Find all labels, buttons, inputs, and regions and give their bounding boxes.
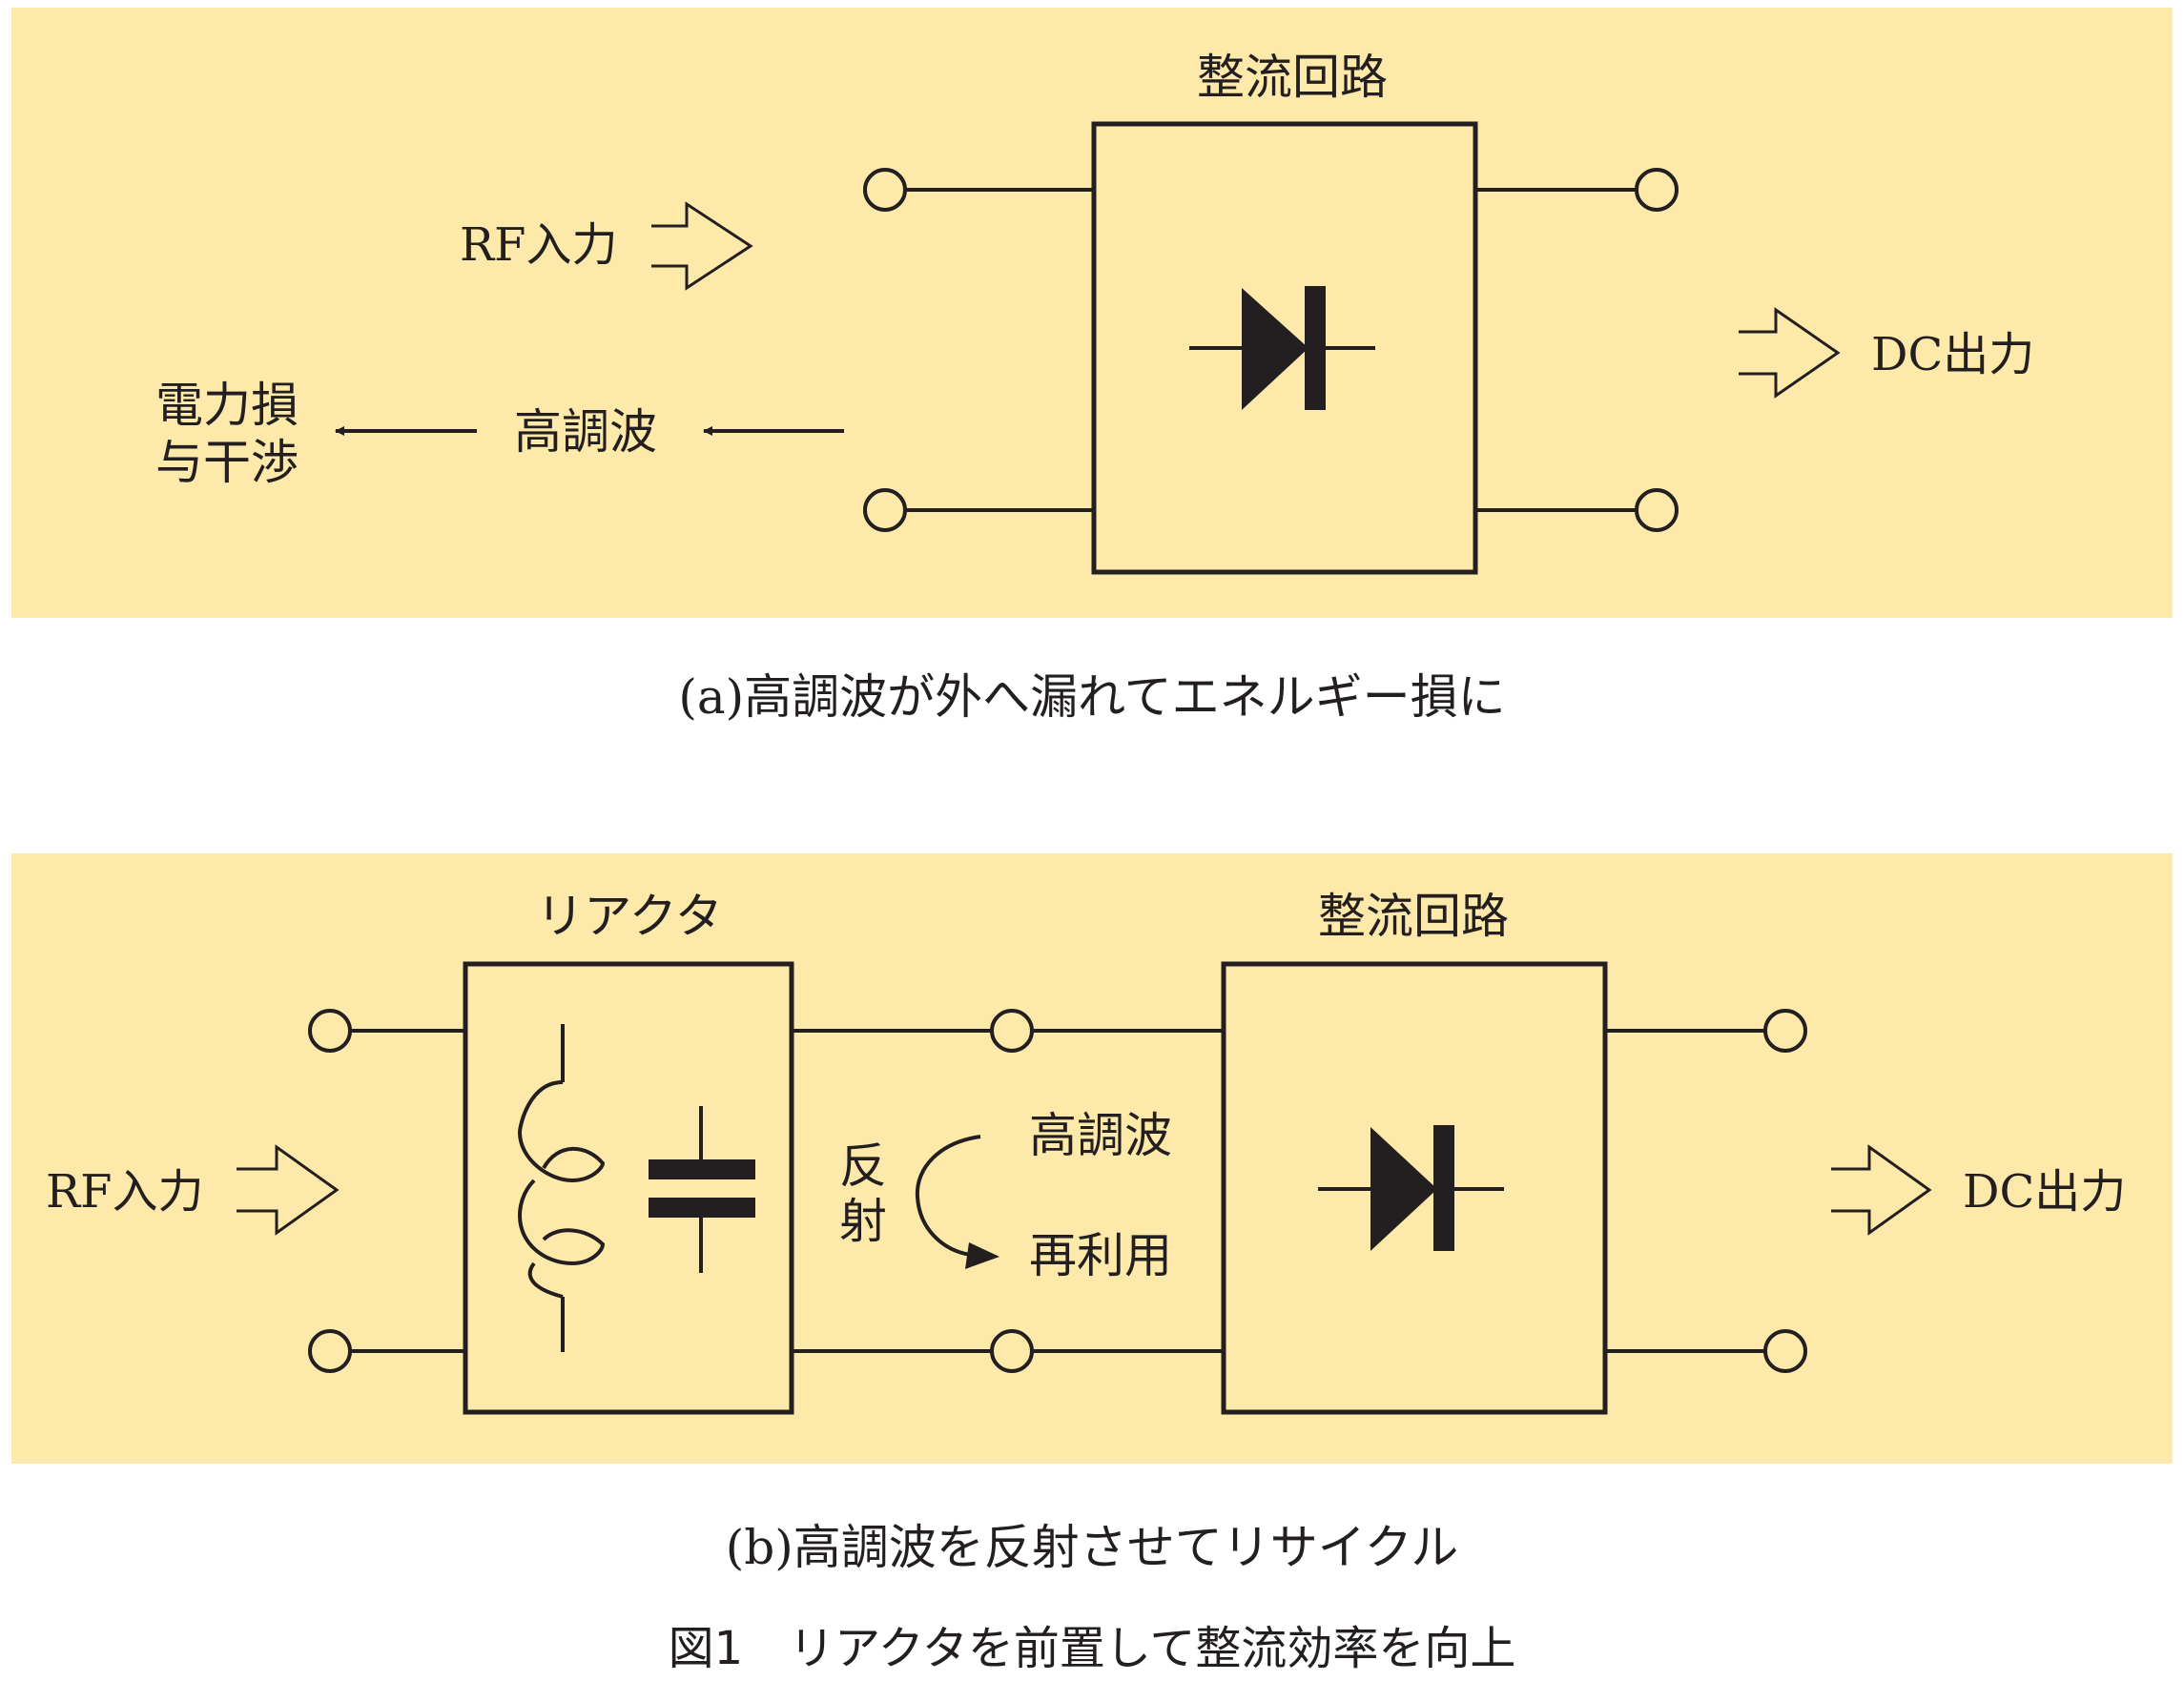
- panel-b: リアクタ 整流回路: [11, 853, 2173, 1464]
- panel-b-reflect-arrow-head: [965, 1242, 999, 1269]
- panel-b-reactor-label: リアクタ: [536, 889, 723, 944]
- panel-b-input-terminal-top: [308, 1009, 352, 1053]
- panel-a-input-terminal-bottom: [863, 488, 907, 532]
- panel-b-dc-output-arrow-icon: [1831, 1144, 1932, 1236]
- panel-b-reactor-box: [463, 961, 794, 1415]
- panel-b-rectifier-box: [1221, 961, 1608, 1415]
- panel-a-dc-output-arrow-icon: [1739, 307, 1841, 399]
- panel-b-middle-terminal-top: [990, 1009, 1034, 1053]
- panel-a-harmonic-label: 高調波: [514, 404, 657, 460]
- panel-b-reuse-label: 再利用: [1029, 1228, 1172, 1283]
- panel-b-rf-input-arrow-icon: [237, 1144, 340, 1236]
- panel-b-dc-output-label: DC出力: [1963, 1165, 2126, 1219]
- panel-b-caption: (b)高調波を反射させてリサイクル: [726, 1520, 1459, 1575]
- panel-a-loss-label-line2: 与干渉: [155, 435, 299, 490]
- panel-a-rectifier-label: 整流回路: [1197, 50, 1388, 105]
- figure-title: 図1 リアクタを前置して整流効率を向上: [669, 1622, 1516, 1675]
- panel-b-rf-input-label: RF入力: [46, 1165, 203, 1219]
- panel-a-rf-input-label: RF入力: [460, 218, 617, 272]
- panel-b-output-terminal-top: [1763, 1009, 1807, 1053]
- panel-a-output-terminal-top: [1635, 168, 1679, 212]
- panel-b-input-terminal-bottom: [308, 1329, 352, 1373]
- panel-b-inductor-icon: [517, 1024, 606, 1352]
- panel-b-output-terminal-bottom: [1763, 1329, 1807, 1373]
- panel-b-diode-icon: [1318, 1125, 1504, 1251]
- panel-a-diode-icon: [1189, 286, 1375, 410]
- panel-b-reflect-arrow-icon: [915, 1135, 981, 1257]
- panel-a-loss-label-line1: 電力損: [155, 378, 299, 433]
- panel-a-rectifier-box: [1091, 121, 1478, 575]
- panel-a-output-terminal-bottom: [1635, 488, 1679, 532]
- panel-b-reflect-label-line2: 射: [839, 1194, 887, 1249]
- panel-b-rectifier-label: 整流回路: [1318, 889, 1509, 944]
- panel-a: 整流回路 RF入力 DC出力 高調波 電力損 与干渉: [11, 8, 2173, 618]
- panel-b-background: [11, 853, 2173, 1464]
- panel-b-reflect-label-line1: 反: [839, 1138, 887, 1194]
- panel-a-dc-output-label: DC出力: [1871, 328, 2034, 381]
- panel-a-input-terminal-top: [863, 168, 907, 212]
- panel-a-rf-input-arrow-icon: [651, 201, 753, 291]
- panel-b-harmonic-label: 高調波: [1029, 1108, 1172, 1163]
- panel-b-middle-terminal-bottom: [990, 1329, 1034, 1373]
- panel-b-capacitor-icon: [649, 1106, 755, 1273]
- panel-a-caption: (a)高調波が外へ漏れてエネルギー損に: [678, 669, 1505, 725]
